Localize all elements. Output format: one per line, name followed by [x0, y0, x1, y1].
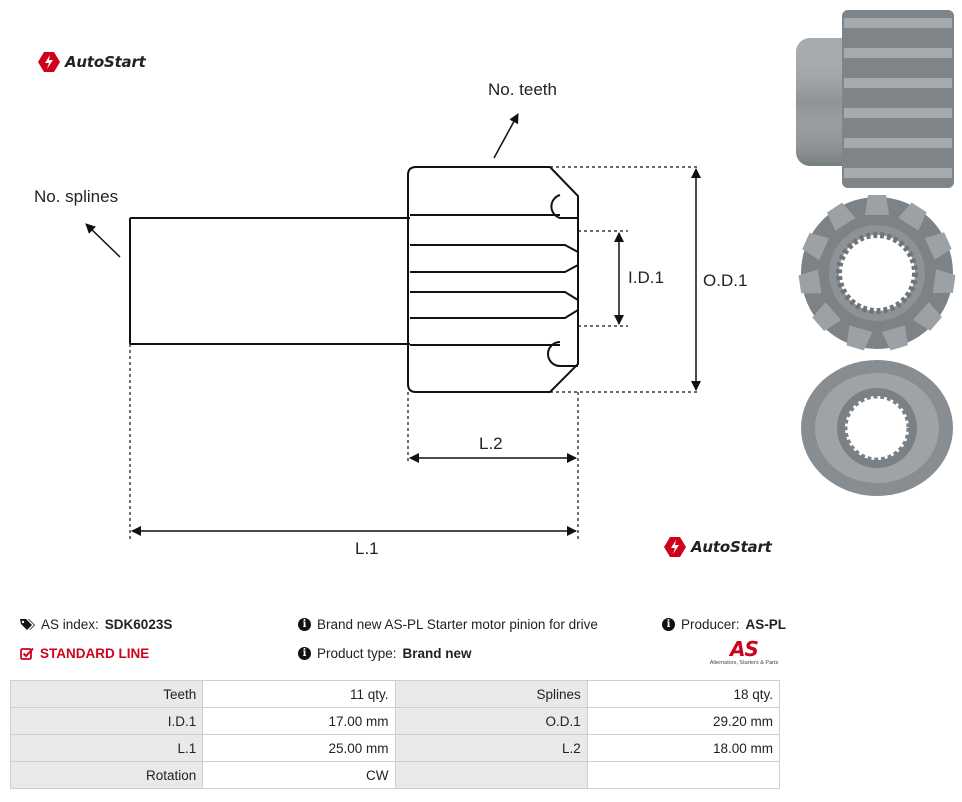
label-l1: L.1 — [355, 539, 379, 558]
spec-label: Teeth — [9, 680, 204, 708]
info-icon: i — [298, 647, 311, 660]
producer-value: AS-PL — [745, 617, 787, 632]
product-photo-rear — [801, 360, 953, 496]
autostart-logo-drawing: AutoStart — [664, 537, 772, 557]
as-index-label: AS index: — [41, 617, 99, 632]
label-od1: O.D.1 — [703, 271, 748, 290]
as-pl-logo-mark: AS — [730, 637, 759, 661]
autostart-logo-icon — [38, 52, 60, 72]
specs-table: Teeth 11 qty. Splines 18 qty. I.D.1 17.0… — [9, 680, 781, 789]
autostart-logo-icon — [664, 537, 686, 557]
standard-line-text: STANDARD LINE — [40, 646, 150, 661]
tags-icon — [20, 619, 35, 630]
standard-line: STANDARD LINE — [20, 646, 149, 661]
spec-label: I.D.1 — [9, 707, 204, 735]
spec-label: L.2 — [394, 734, 588, 762]
pinion-outline — [407, 166, 579, 393]
spec-value: 11 qty. — [202, 680, 396, 708]
spec-label: O.D.1 — [394, 707, 588, 735]
label-no-splines: No. splines — [34, 187, 119, 206]
producer-label: Producer: — [681, 617, 740, 632]
producer: i Producer: AS-PL — [662, 617, 786, 632]
table-row: L.1 25.00 mm L.2 18.00 mm — [9, 734, 781, 762]
product-photo-front-teeth — [798, 195, 956, 351]
product-type-value: Brand new — [402, 646, 472, 661]
product-type: i Product type: Brand new — [298, 646, 472, 661]
as-index-value: SDK6023S — [104, 617, 173, 632]
extension-lines — [129, 166, 700, 540]
spec-value: 25.00 mm — [202, 734, 396, 762]
spec-value: 17.00 mm — [202, 707, 396, 735]
checkbox-checked-icon — [20, 647, 34, 660]
as-pl-logo-tagline: Alternators, Starters & Parts — [709, 660, 779, 666]
brand-name: AutoStart — [691, 538, 772, 556]
spec-value: 18 qty. — [586, 680, 781, 708]
info-icon: i — [298, 618, 311, 631]
as-pl-logo: AS Alternators, Starters & Parts — [706, 638, 782, 667]
info-icon: i — [662, 618, 675, 631]
spec-label: Rotation — [9, 761, 204, 789]
spec-label: L.1 — [9, 734, 204, 762]
technical-drawing — [85, 113, 701, 540]
as-index: AS index: SDK6023S — [20, 617, 172, 632]
brand-name: AutoStart — [65, 53, 146, 71]
spec-label — [394, 761, 588, 789]
description-text: Brand new AS-PL Starter motor pinion for… — [317, 617, 598, 632]
shaft-outline — [129, 217, 410, 345]
table-row: I.D.1 17.00 mm O.D.1 29.20 mm — [9, 707, 781, 735]
spec-value: CW — [202, 761, 396, 789]
spec-label: Splines — [394, 680, 588, 708]
product-description: i Brand new AS-PL Starter motor pinion f… — [298, 617, 598, 632]
spec-value: 29.20 mm — [586, 707, 781, 735]
product-photo-side — [796, 10, 954, 188]
spec-value — [586, 761, 781, 789]
dimension-arrows — [85, 113, 701, 536]
table-row: Teeth 11 qty. Splines 18 qty. — [9, 680, 781, 708]
product-type-label: Product type: — [317, 646, 397, 661]
label-id1: I.D.1 — [628, 268, 664, 287]
autostart-logo-top: AutoStart — [38, 52, 146, 72]
table-row: Rotation CW — [9, 761, 781, 789]
label-l2: L.2 — [479, 434, 503, 453]
spec-value: 18.00 mm — [586, 734, 781, 762]
label-no-teeth: No. teeth — [488, 80, 557, 99]
